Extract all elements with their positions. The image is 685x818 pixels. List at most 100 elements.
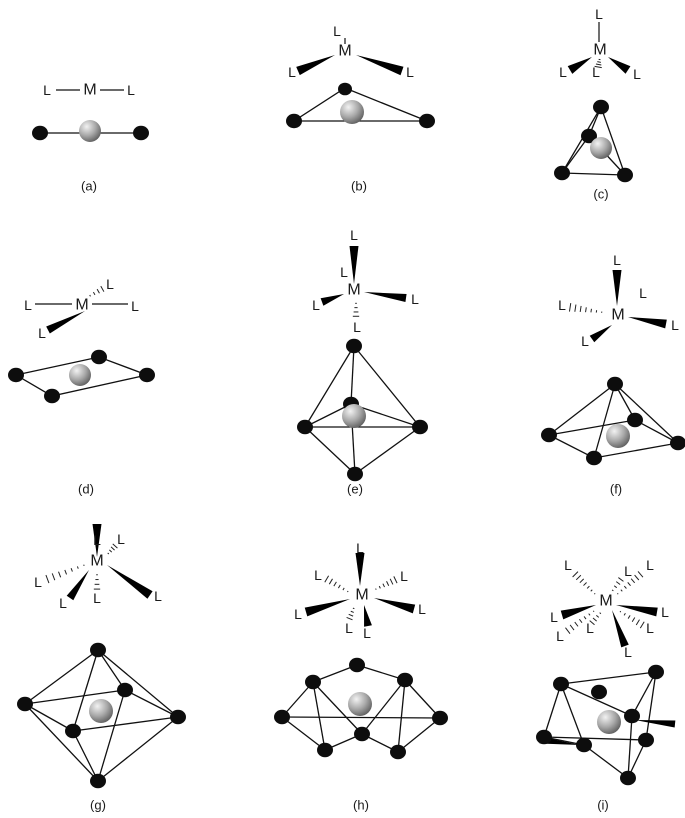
hash-stroke xyxy=(634,574,640,581)
wedge-bond xyxy=(46,311,85,334)
polyhedron-edge xyxy=(24,689,126,705)
polyhedron-edge xyxy=(561,172,626,176)
hash-stroke xyxy=(583,582,587,586)
hash-stroke xyxy=(639,621,645,629)
wedge-bond xyxy=(612,270,622,306)
hashed-bond xyxy=(565,610,595,635)
polyhedron-edge xyxy=(548,383,616,436)
polyhedron-edge xyxy=(281,716,441,719)
polyhedron-face xyxy=(291,87,428,122)
hash-stroke xyxy=(637,571,644,578)
wedge-bond xyxy=(107,565,153,599)
wedge-bond xyxy=(66,570,89,601)
ligand-label: L xyxy=(550,609,558,625)
hash-stroke xyxy=(393,576,398,584)
ligand-atom xyxy=(347,466,363,482)
wedge-bond xyxy=(304,599,350,617)
ligand-atom xyxy=(419,113,435,129)
wedge-bond xyxy=(349,246,359,284)
hash-stroke xyxy=(96,288,100,294)
ligand-atom xyxy=(620,770,636,786)
polyhedron-edge xyxy=(397,679,406,753)
wedge-bond xyxy=(616,605,658,617)
hash-stroke xyxy=(599,612,602,615)
hash-stroke xyxy=(635,619,640,626)
ligand-label: L xyxy=(671,317,679,333)
ligand-label: L xyxy=(294,606,302,622)
polyhedron-edge xyxy=(312,681,326,751)
hashed-bond xyxy=(352,302,360,317)
polyhedron-edge xyxy=(24,703,99,782)
hash-stroke xyxy=(70,568,73,572)
polyhedron-edge xyxy=(24,703,74,732)
ligand-label: L xyxy=(418,601,426,617)
hash-stroke xyxy=(586,585,590,589)
metal-atom xyxy=(606,424,630,448)
polyhedron-edge xyxy=(72,730,99,782)
hashed-bond xyxy=(93,574,101,590)
hash-stroke xyxy=(112,543,118,549)
polyhedron-edge xyxy=(97,649,179,718)
ligand-atom xyxy=(346,338,362,354)
hash-stroke xyxy=(579,618,583,624)
ligand-atom xyxy=(624,708,640,724)
hash-stroke xyxy=(594,65,602,69)
ligand-atom xyxy=(8,367,24,383)
ligand-label: L xyxy=(314,567,322,583)
hashed-bond xyxy=(572,571,596,595)
metal-label: M xyxy=(90,553,103,570)
hash-stroke xyxy=(352,607,355,610)
wedge-bond xyxy=(567,57,592,74)
hash-stroke xyxy=(592,617,597,622)
ligand-label: L xyxy=(353,319,361,335)
polyhedron-edge xyxy=(72,649,99,732)
ligand-atom xyxy=(670,435,685,451)
ligand-atom xyxy=(627,412,643,428)
polyhedron-edge xyxy=(543,736,647,741)
wedge-bond xyxy=(374,598,416,614)
ligand-label: L xyxy=(633,66,641,82)
hash-stroke xyxy=(590,308,592,313)
polyhedron-edge xyxy=(124,689,179,718)
hash-stroke xyxy=(597,61,601,63)
ligand-atom xyxy=(576,737,592,753)
ligand-atom xyxy=(297,419,313,435)
polyhedron-edge xyxy=(312,681,363,735)
ligand-atom xyxy=(536,729,552,745)
hash-stroke xyxy=(110,546,115,551)
hash-stroke xyxy=(627,582,631,586)
hash-stroke xyxy=(386,581,390,586)
ligand-label: L xyxy=(288,64,296,80)
ligand-label: L xyxy=(556,628,564,644)
wedge-bond xyxy=(612,610,629,648)
hash-stroke xyxy=(589,620,595,626)
polyhedron-edge xyxy=(561,135,590,174)
hash-stroke xyxy=(337,584,341,589)
hash-stroke xyxy=(590,589,593,592)
hash-stroke xyxy=(572,571,579,578)
ligand-atom xyxy=(390,744,406,760)
ligand-atom xyxy=(554,165,570,181)
ligand-label: L xyxy=(106,276,114,292)
ligand-label: L xyxy=(356,540,364,556)
ligand-label: L xyxy=(333,23,341,39)
metal-label: M xyxy=(75,297,88,314)
ligand-atom xyxy=(397,672,413,688)
ligand-label: L xyxy=(613,252,621,268)
polyhedron-edge xyxy=(97,716,179,782)
ligand-label: L xyxy=(117,531,125,547)
ligand-atom xyxy=(32,125,48,141)
hash-stroke xyxy=(100,285,105,292)
hash-stroke xyxy=(575,574,582,581)
hashed-bond xyxy=(611,577,624,592)
polyhedron-edge xyxy=(583,744,629,779)
polyhedron-edge xyxy=(645,671,657,741)
hash-stroke xyxy=(585,307,587,313)
metal-atom xyxy=(79,120,101,142)
hashed-bond xyxy=(45,564,85,584)
metal-atom xyxy=(340,100,364,124)
ligand-label: L xyxy=(595,6,603,22)
